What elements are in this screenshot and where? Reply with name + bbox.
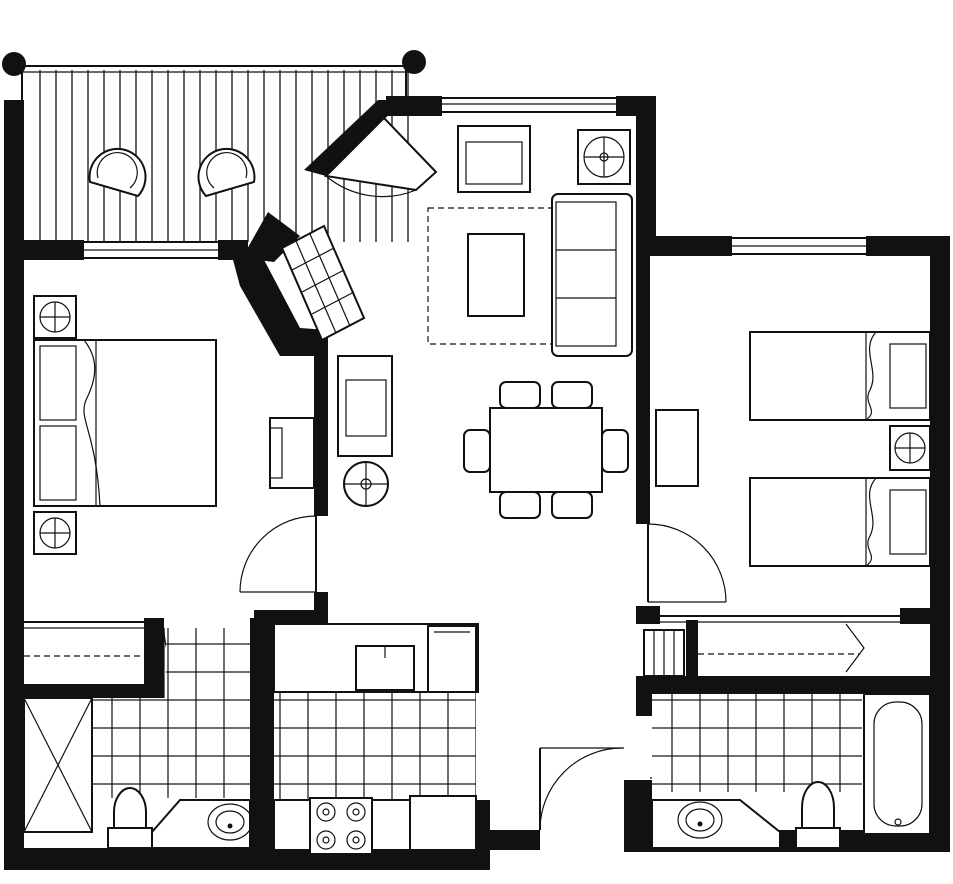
balcony-chair-left xyxy=(88,147,147,198)
bathroom-left xyxy=(23,628,253,849)
balcony-post-left xyxy=(2,52,26,76)
balcony-door xyxy=(323,116,438,198)
refrigerator xyxy=(427,625,477,693)
bed-queen xyxy=(33,339,217,507)
bedroom-left-door xyxy=(239,515,317,593)
window-living-top xyxy=(442,97,616,113)
dishwasher xyxy=(409,795,477,851)
windows xyxy=(84,97,866,259)
stove xyxy=(309,797,373,855)
closet-right xyxy=(660,615,900,673)
kitchen xyxy=(273,623,479,855)
fireplace-hearth xyxy=(280,224,366,342)
shelves-right xyxy=(643,629,685,677)
floor-lamp-corner xyxy=(343,461,389,507)
desk-chair xyxy=(269,417,315,489)
armchair xyxy=(457,125,531,193)
living-room xyxy=(280,125,633,519)
bathtub-right xyxy=(863,693,931,835)
dining-table xyxy=(489,407,603,493)
nightstand-lamp-right xyxy=(889,425,931,471)
vanity-right xyxy=(651,799,781,849)
bathroom-right xyxy=(651,693,931,849)
kitchen-floor-tiles xyxy=(274,692,476,802)
kitchen-sink xyxy=(355,645,415,691)
bed-twin-top xyxy=(749,331,931,421)
balcony-post-right xyxy=(402,50,426,74)
bath-left-tiles-upper xyxy=(166,628,250,698)
interior-walls xyxy=(4,256,950,858)
toilet-right xyxy=(795,780,841,849)
shower-left xyxy=(23,697,93,833)
bedroom-right xyxy=(643,331,931,677)
bath-right-tiles xyxy=(652,694,862,792)
window-bedroom-right xyxy=(732,237,866,255)
floor-lamp-living xyxy=(577,129,631,185)
dining-chairs xyxy=(463,381,629,519)
media-cabinet xyxy=(337,355,393,457)
nightstand-lamp-top xyxy=(33,295,77,339)
entry-door xyxy=(539,747,624,831)
sofa xyxy=(551,193,633,357)
window-bedroom-left xyxy=(84,241,218,259)
dresser-right xyxy=(655,409,699,487)
balcony-chair-right xyxy=(197,147,256,198)
bed-twin-bottom xyxy=(749,477,931,567)
coffee-table xyxy=(467,233,525,317)
bedroom-right-door xyxy=(647,523,727,603)
nightstand-lamp-bottom xyxy=(33,511,77,555)
bath-left-tiles xyxy=(92,698,250,798)
vanity-left xyxy=(151,799,253,849)
closet-left xyxy=(24,621,144,657)
bedroom-left xyxy=(24,295,315,657)
